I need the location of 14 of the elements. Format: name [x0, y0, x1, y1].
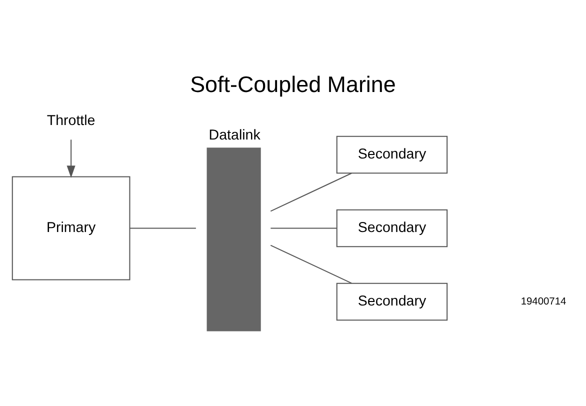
node-box: Secondary — [336, 282, 448, 320]
node-label: Datalink — [208, 127, 260, 144]
connector — [270, 227, 337, 228]
connector — [270, 244, 352, 284]
node-box: Secondary — [336, 208, 448, 247]
arrow — [66, 139, 76, 178]
label: 19400714 — [520, 296, 566, 307]
node-box: Primary — [12, 176, 130, 280]
connector — [130, 227, 196, 228]
node-box: Secondary — [336, 135, 448, 174]
node-text: Throttle — [46, 112, 96, 128]
node-box — [206, 147, 261, 331]
connector — [270, 172, 352, 212]
diagram-title: Soft-Coupled Marine — [190, 72, 396, 97]
